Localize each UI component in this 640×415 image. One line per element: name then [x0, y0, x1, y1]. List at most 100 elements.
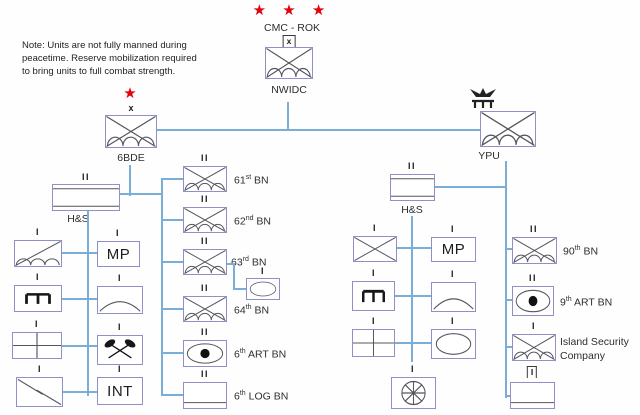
echelon: I [35, 227, 41, 237]
ypu-insignia-icon [470, 88, 496, 108]
unit-nwidc [265, 47, 313, 79]
unit-medical-company-left [12, 332, 62, 359]
connector-line [227, 263, 235, 265]
connector-line [395, 342, 431, 344]
echelon: II [200, 369, 210, 379]
connector-line [62, 345, 97, 347]
infantry-amphibious-icon [266, 48, 312, 78]
connector-line [287, 102, 289, 131]
echelon: I [37, 364, 43, 374]
echelon: I [117, 273, 123, 283]
unit-6-art-bn [183, 340, 227, 367]
unit-label-6bde: 6BDE [117, 152, 145, 164]
three-stars-icon: ★ ★ ★ [252, 2, 332, 19]
echelon: I [371, 316, 377, 326]
unit-label-61bn: 61st BN [234, 174, 269, 187]
connector-line [161, 308, 183, 310]
echelon: I [117, 364, 123, 374]
connector-line [87, 211, 89, 396]
unit-label-hs-right: H&S [401, 204, 423, 216]
medical-cross-icon [13, 333, 61, 358]
infantry-icon [354, 237, 396, 261]
connector-line [505, 299, 512, 301]
connector-line [435, 186, 507, 188]
unit-label-island-security-1: Island Security [560, 336, 629, 348]
unit-63bn-armor-company [246, 278, 280, 300]
unit-infantry-company-right [353, 236, 397, 262]
connector-line [63, 391, 97, 393]
unit-recon-company [14, 240, 62, 267]
unit-9-art-bn [512, 286, 554, 316]
echelon: I [371, 268, 377, 278]
unit-air-defense-company-right [431, 282, 476, 312]
armor-icon [249, 281, 277, 297]
echelon: I [34, 319, 40, 329]
unit-label-64bn: 64th BN [234, 304, 270, 317]
unit-label-ypu: YPU [478, 150, 500, 162]
unit-6-log-bn [183, 382, 227, 409]
connector-line [62, 298, 97, 300]
hq-service-icon [53, 188, 119, 207]
artillery-icon [515, 289, 551, 313]
unit-61bn [183, 166, 227, 192]
engineer-icon [362, 289, 385, 303]
unit-label-nwidc: NWIDC [271, 84, 307, 96]
connector-line [505, 346, 512, 348]
air-defense-dome-icon [99, 301, 141, 312]
unit-armor-company-right [431, 329, 476, 359]
echelon-bracket: x [282, 35, 296, 47]
command-label: CMC - ROK [264, 22, 320, 34]
supply-icon [184, 402, 226, 404]
unit-6bde [105, 115, 157, 148]
unit-label-63bn: 63rd BN [231, 256, 267, 269]
unit-supply-company-right [510, 382, 555, 409]
artillery-icon [186, 343, 224, 364]
connector-line [397, 247, 431, 249]
star-icon: ★ [123, 85, 137, 102]
connector-line [161, 352, 183, 354]
crossed-paddles-icon [104, 339, 136, 359]
unit-64bn [183, 296, 227, 322]
connector-line [505, 395, 511, 397]
infantry-amphibious-icon [513, 238, 556, 263]
connector-line [395, 295, 431, 297]
unit-signal-company-left [16, 377, 63, 407]
unit-mp-company-left: MP [97, 241, 140, 267]
connector-line [157, 129, 481, 131]
connector-line [411, 216, 413, 362]
echelon: II [200, 283, 210, 293]
connector-line [233, 288, 247, 290]
infantry-amphibious-icon [481, 112, 535, 146]
connector-line [161, 178, 163, 396]
connector-line [120, 193, 163, 195]
connector-line [161, 178, 183, 180]
echelon: I [531, 321, 537, 331]
recon-amphibious-icon [15, 241, 61, 266]
infantry-amphibious-icon [184, 250, 226, 274]
echelon: II [81, 172, 91, 182]
unit-label-island-security-2: Company [560, 350, 605, 362]
hq-service-icon [391, 178, 434, 197]
connector-line [505, 248, 512, 250]
echelon: I [115, 228, 121, 238]
connector-line [233, 263, 235, 290]
unit-int-company-left: INT [97, 377, 143, 405]
unit-air-defense-company-left [97, 286, 143, 314]
unit-hs-left [52, 184, 120, 211]
unit-label-6-art-bn: 6th ART BN [234, 348, 287, 361]
unit-90bn [512, 237, 557, 264]
unit-engineer-company-left [14, 285, 62, 312]
connector-line [161, 394, 183, 396]
unit-label-hs-left: H&S [67, 213, 89, 225]
echelon: II [407, 161, 417, 171]
unit-medical-company-right [352, 329, 395, 357]
infantry-amphibious-icon [184, 208, 226, 232]
unit-label-62bn: 62nd BN [234, 215, 271, 228]
supply-icon [511, 402, 554, 404]
echelon: II [200, 153, 210, 163]
connector-line [505, 161, 507, 398]
echelon: I [372, 223, 378, 233]
infantry-amphibious-icon [184, 167, 226, 191]
unit-label-90bn: 90th BN [563, 245, 599, 258]
